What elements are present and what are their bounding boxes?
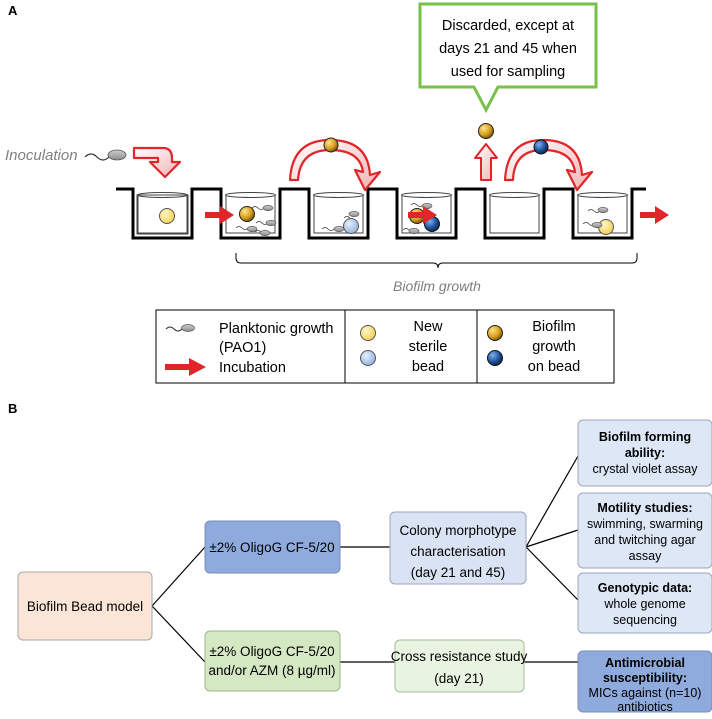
model-label: Biofilm Bead model — [27, 599, 143, 614]
antimicrobial-box — [577, 650, 712, 713]
connectors — [151, 455, 579, 663]
antimicrobial-title-1: Antimicrobial — [605, 656, 685, 670]
transfer-bead-2 — [533, 139, 549, 155]
inoculation-label: Inoculation — [5, 147, 78, 164]
motility-body-2: and twitching agar — [594, 533, 695, 547]
biofilm-growth-brace — [235, 253, 638, 269]
motility-body-3: assay — [629, 549, 662, 563]
well-bacteria — [235, 203, 609, 236]
sampling-bead — [478, 123, 494, 139]
colony-box — [389, 511, 527, 585]
antimicrobial-title-2: susceptibility: — [603, 671, 687, 685]
inoculation-arrow — [132, 146, 182, 179]
callout-line-2: days 21 and 45 when — [439, 41, 577, 57]
treatment-2-line-2: and/or AZM (8 µg/ml) — [208, 663, 335, 678]
biofilm-forming-box — [577, 419, 712, 487]
biofilm-forming-title-1: Biofilm forming — [599, 430, 691, 444]
legend-planktonic-2: (PAO1) — [219, 340, 266, 356]
inoculation-bacterium-icon — [84, 149, 127, 161]
sampling-arrow — [474, 143, 498, 181]
legend-new-bead-2: sterile — [409, 339, 448, 355]
antimicrobial-body-1: MICs against (n=10) — [589, 686, 702, 700]
callout-line-3: used for sampling — [451, 64, 565, 80]
biofilm-growth-label: Biofilm growth — [393, 278, 481, 294]
callout-line-1: Discarded, except at — [442, 18, 574, 34]
model-box — [17, 571, 153, 641]
treatment-1-label: ±2% OligoG CF-5/20 — [209, 540, 334, 555]
incubation-arrows — [205, 206, 669, 224]
motility-body-1: swimming, swarming — [587, 517, 703, 531]
genotypic-body-1: whole genome — [603, 597, 685, 611]
transfer-arrow-2 — [503, 138, 594, 192]
legend-new-bead-yellow-icon — [360, 325, 376, 341]
genotypic-body-2: sequencing — [613, 613, 677, 627]
transfer-bead-1 — [323, 137, 339, 153]
biofilm-forming-title-2: ability: — [625, 446, 665, 460]
legend-new-bead-3: bead — [412, 359, 444, 375]
cross-line-2: (day 21) — [434, 671, 484, 686]
antimicrobial-body-2: antibiotics — [617, 700, 673, 714]
panel-a-label: A — [8, 3, 18, 18]
legend-new-bead-1: New — [413, 319, 443, 335]
treatment-1-box — [204, 520, 341, 574]
panel-b-label: B — [8, 401, 17, 416]
legend-biofilm-gold-icon — [487, 325, 503, 341]
legend-biofilm-1: Biofilm — [532, 319, 576, 335]
legend-biofilm-3: on bead — [528, 359, 580, 375]
legend-planktonic-1: Planktonic growth — [219, 321, 333, 337]
new-bead-well-1 — [159, 208, 175, 224]
legend-bacterium-icon — [165, 324, 195, 332]
motility-box — [577, 492, 712, 569]
treatment-2-line-1: ±2% OligoG CF-5/20 — [209, 644, 334, 659]
treatment-2-box — [204, 630, 341, 692]
transfer-arrow-1 — [288, 138, 382, 192]
legend-new-bead-blue-icon — [360, 350, 376, 366]
cross-resistance-box — [394, 639, 525, 693]
legend-incubation: Incubation — [219, 360, 286, 376]
colony-line-1: Colony morphotype — [399, 523, 516, 538]
new-bead-well-3 — [343, 218, 359, 234]
biofilm-forming-body-1: crystal violet assay — [593, 462, 699, 476]
legend: Planktonic growth (PAO1) Incubation New … — [155, 309, 615, 384]
biofilm-bead-well-2 — [239, 206, 255, 222]
well-strip — [116, 187, 646, 240]
cross-line-1: Cross resistance study — [391, 649, 528, 664]
discard-callout: Discarded, except at days 21 and 45 when… — [418, 2, 598, 114]
motility-title-1: Motility studies: — [597, 501, 692, 515]
legend-incubation-arrow-icon — [165, 358, 206, 376]
legend-biofilm-navy-icon — [487, 350, 503, 366]
colony-line-2: characterisation — [410, 544, 505, 559]
colony-line-3: (day 21 and 45) — [411, 565, 506, 580]
legend-biofilm-2: growth — [532, 339, 576, 355]
genotypic-title-1: Genotypic data: — [598, 581, 692, 595]
genotypic-box — [577, 572, 712, 634]
